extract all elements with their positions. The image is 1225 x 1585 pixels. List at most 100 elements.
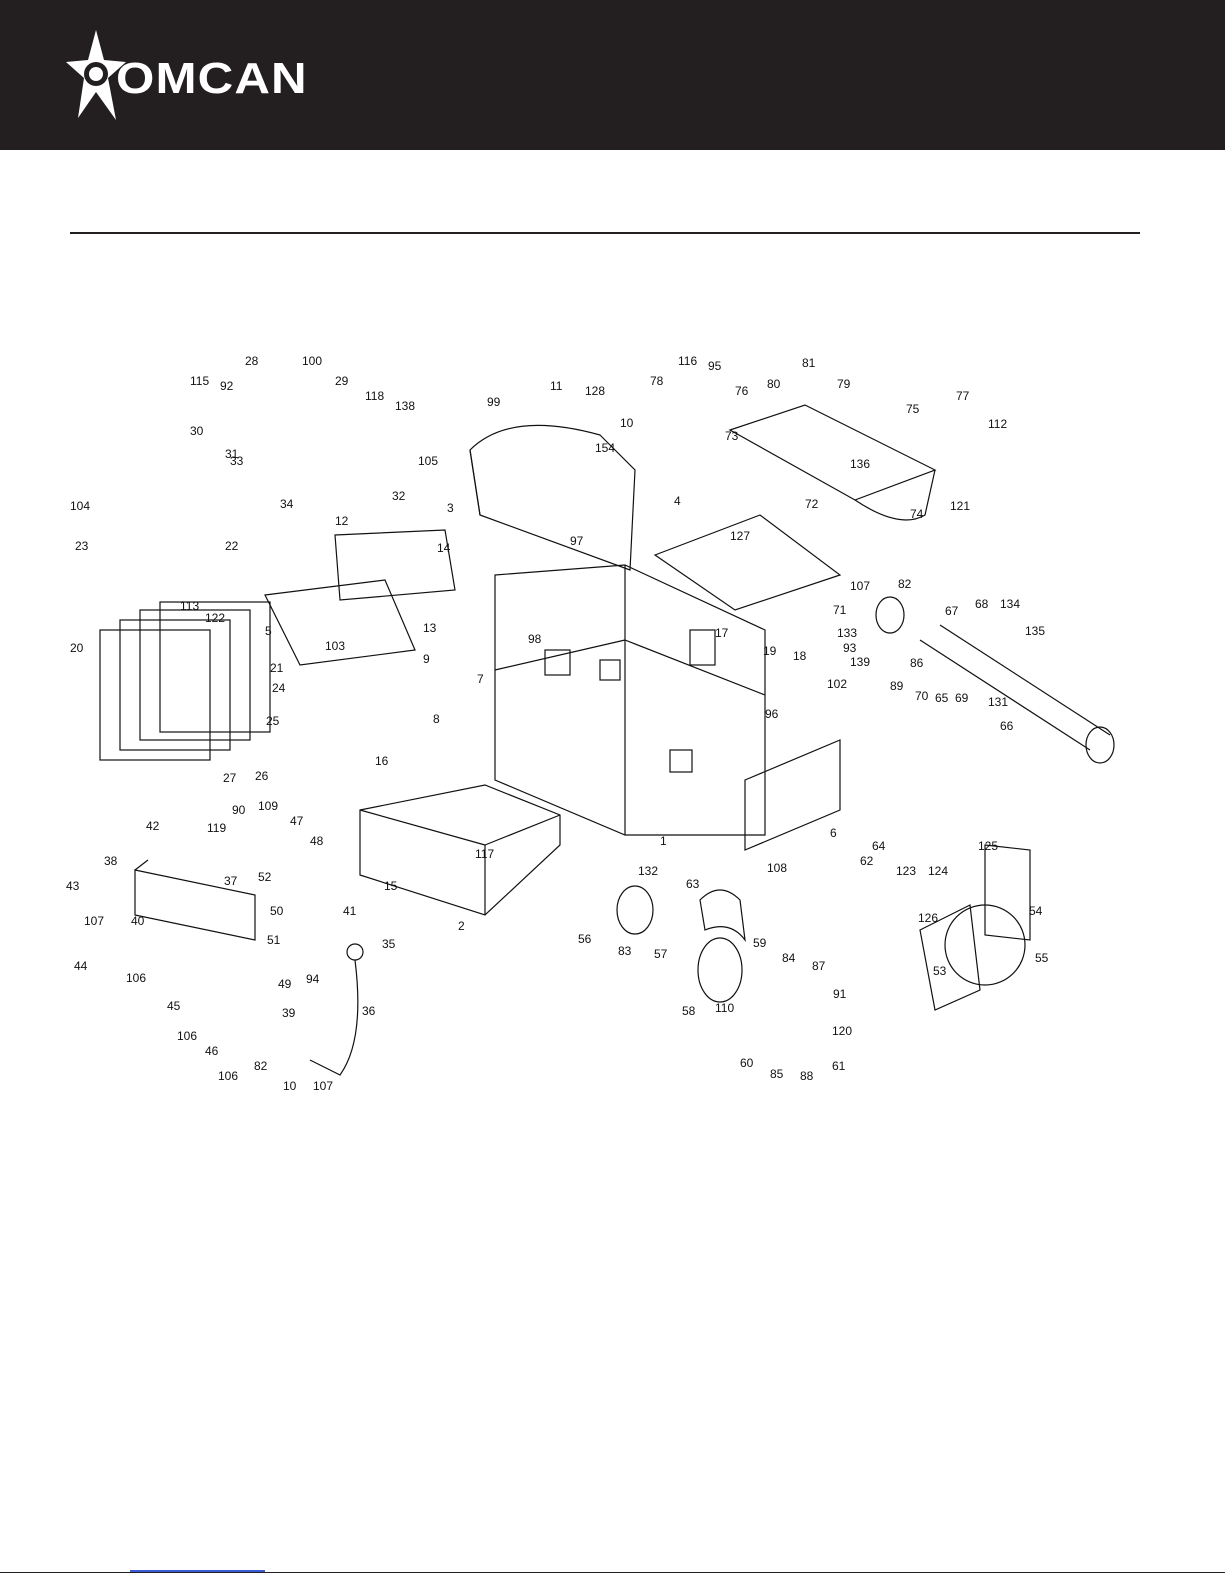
callout-label-77: 77 bbox=[956, 389, 970, 403]
callout-label-133: 133 bbox=[837, 626, 857, 640]
callout-label-17: 17 bbox=[715, 626, 729, 640]
callout-label-96: 96 bbox=[765, 707, 779, 721]
callout-label-131: 131 bbox=[988, 695, 1008, 709]
callout-label-15: 15 bbox=[384, 879, 398, 893]
callout-label-59: 59 bbox=[753, 936, 767, 950]
callout-label-41: 41 bbox=[343, 904, 357, 918]
callout-label-64: 64 bbox=[872, 839, 886, 853]
callout-label-10: 10 bbox=[620, 416, 634, 430]
callout-label-31: 31 bbox=[225, 447, 239, 461]
callout-label-62: 62 bbox=[860, 854, 874, 868]
callout-label-109: 109 bbox=[258, 799, 278, 813]
callout-label-80: 80 bbox=[767, 377, 781, 391]
callout-label-94: 94 bbox=[306, 972, 320, 986]
callout-label-95: 95 bbox=[708, 359, 722, 373]
callout-label-115: 115 bbox=[190, 374, 209, 388]
callout-label-50: 50 bbox=[270, 904, 284, 918]
callout-label-23: 23 bbox=[75, 539, 89, 553]
footer-rule bbox=[0, 1572, 1225, 1573]
handle-lever bbox=[309, 959, 359, 1076]
blade-guide bbox=[334, 529, 456, 601]
callout-label-25: 25 bbox=[266, 714, 280, 728]
callout-label-9: 9 bbox=[423, 652, 430, 666]
callout-label-1: 1 bbox=[660, 834, 667, 848]
motor bbox=[919, 844, 1031, 1011]
callout-label-26: 26 bbox=[255, 769, 269, 783]
callout-label-117: 117 bbox=[475, 847, 494, 861]
lower-blade-assembly bbox=[134, 859, 256, 941]
callout-label-136: 136 bbox=[850, 457, 870, 471]
callout-label-106: 106 bbox=[126, 971, 146, 985]
callout-label-107c: 107 bbox=[313, 1079, 333, 1093]
callout-label-122: 122 bbox=[205, 611, 225, 625]
callout-label-132: 132 bbox=[638, 864, 658, 878]
callout-label-48: 48 bbox=[310, 834, 324, 848]
callout-label-103: 103 bbox=[325, 639, 345, 653]
callout-label-79: 79 bbox=[837, 377, 851, 391]
callout-label-110: 110 bbox=[715, 1001, 734, 1015]
cabinet-body bbox=[494, 564, 766, 836]
callout-label-88: 88 bbox=[800, 1069, 814, 1083]
callout-label-91: 91 bbox=[833, 987, 847, 1001]
callout-label-93: 93 bbox=[843, 641, 857, 655]
callout-label-5: 5 bbox=[265, 624, 272, 638]
callout-label-134: 134 bbox=[1000, 597, 1020, 611]
callout-label-60: 60 bbox=[740, 1056, 754, 1070]
callout-label-63: 63 bbox=[686, 877, 700, 891]
callout-label-2: 2 bbox=[458, 919, 465, 933]
callout-label-55: 55 bbox=[1035, 951, 1049, 965]
callout-label-73: 73 bbox=[725, 429, 739, 443]
drawer bbox=[359, 784, 561, 916]
callout-label-44: 44 bbox=[74, 959, 88, 973]
callout-label-27: 27 bbox=[223, 771, 237, 785]
callout-label-112: 112 bbox=[988, 417, 1007, 431]
callout-label-30: 30 bbox=[190, 424, 204, 438]
callout-label-69: 69 bbox=[955, 691, 969, 705]
callout-label-107b: 107 bbox=[84, 914, 104, 928]
callout-label-102: 102 bbox=[827, 677, 847, 691]
top-cover bbox=[469, 424, 636, 571]
callout-label-70: 70 bbox=[915, 689, 929, 703]
footer-link-underline bbox=[130, 1570, 265, 1572]
callout-label-54: 54 bbox=[1029, 904, 1043, 918]
callout-label-8: 8 bbox=[433, 712, 440, 726]
callout-label-81: 81 bbox=[802, 356, 816, 370]
callout-label-116: 116 bbox=[678, 354, 697, 368]
callout-label-32: 32 bbox=[392, 489, 406, 503]
callout-label-68: 68 bbox=[975, 597, 989, 611]
callout-label-56: 56 bbox=[578, 932, 592, 946]
callout-label-35: 35 bbox=[382, 937, 396, 951]
callout-label-33: 33 bbox=[230, 454, 244, 468]
drive-shaft bbox=[875, 596, 1115, 764]
callout-label-87: 87 bbox=[812, 959, 826, 973]
callout-label-6: 6 bbox=[830, 826, 837, 840]
callout-label-107: 107 bbox=[850, 579, 870, 593]
tray bbox=[653, 514, 842, 611]
callout-label-29: 29 bbox=[335, 374, 349, 388]
callout-label-76: 76 bbox=[735, 384, 749, 398]
callout-label-18: 18 bbox=[793, 649, 807, 663]
title-divider bbox=[70, 232, 1140, 234]
callout-label-4: 4 bbox=[674, 494, 681, 508]
callout-label-104: 104 bbox=[70, 499, 90, 513]
callout-label-85: 85 bbox=[770, 1067, 784, 1081]
callout-label-83: 83 bbox=[618, 944, 632, 958]
callout-label-84: 84 bbox=[782, 951, 796, 965]
callout-label-71: 71 bbox=[833, 603, 847, 617]
callout-label-127: 127 bbox=[730, 529, 750, 543]
callout-label-3: 3 bbox=[447, 501, 454, 515]
plate bbox=[264, 579, 416, 666]
callout-label-51: 51 bbox=[267, 933, 281, 947]
header-bar: OMCAN bbox=[0, 0, 1225, 150]
callout-label-22: 22 bbox=[225, 539, 239, 553]
callout-label-10b: 10 bbox=[283, 1079, 297, 1093]
callout-label-13: 13 bbox=[423, 621, 437, 635]
callout-label-72: 72 bbox=[805, 497, 819, 511]
callout-label-98: 98 bbox=[528, 632, 542, 646]
callout-label-53: 53 bbox=[933, 964, 947, 978]
side-panel bbox=[744, 739, 841, 851]
callout-label-123: 123 bbox=[896, 864, 916, 878]
callout-label-45: 45 bbox=[167, 999, 181, 1013]
callout-label-49: 49 bbox=[278, 977, 292, 991]
